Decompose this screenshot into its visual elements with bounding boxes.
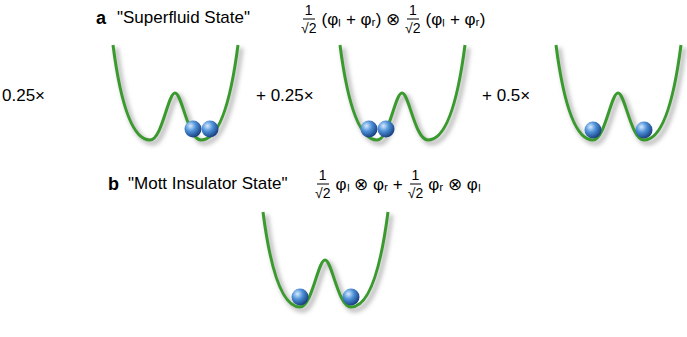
- double-well: [340, 45, 468, 143]
- weight-label: + 0.25×: [256, 86, 314, 106]
- numerator: 1: [410, 168, 422, 185]
- formula-term: φₗ ⊗ φᵣ +: [335, 174, 402, 194]
- wavefunction-formula: 1√2φₗ ⊗ φᵣ +1√2φᵣ ⊗ φₗ: [314, 168, 481, 201]
- weight-label: 0.25×: [2, 86, 45, 106]
- denominator: √2: [300, 20, 317, 36]
- fraction: 1√2: [404, 3, 421, 36]
- numerator: 1: [407, 3, 419, 20]
- denominator: √2: [407, 185, 424, 201]
- atom: [636, 122, 653, 139]
- panel-letter: a: [96, 8, 106, 28]
- fraction: 1√2: [314, 168, 331, 201]
- formula-term: (φₗ + φᵣ): [426, 9, 486, 29]
- fraction: 1√2: [407, 168, 424, 201]
- double-well: [113, 45, 241, 143]
- numerator: 1: [303, 3, 315, 20]
- atom: [378, 121, 395, 138]
- denominator: √2: [314, 185, 331, 201]
- formula-term: φᵣ ⊗ φₗ: [428, 174, 481, 194]
- numerator: 1: [317, 168, 329, 185]
- weight-label: + 0.5×: [482, 86, 530, 106]
- fraction: 1√2: [300, 3, 317, 36]
- panel-letter: b: [108, 174, 119, 194]
- state-title: "Mott Insulator State": [128, 174, 287, 194]
- atom: [585, 122, 602, 139]
- atom: [343, 289, 360, 306]
- state-title: "Superfluid State": [117, 8, 250, 28]
- wavefunction-formula: 1√2(φₗ + φᵣ) ⊗1√2(φₗ + φᵣ): [300, 3, 485, 36]
- atom: [202, 121, 219, 138]
- atom: [361, 121, 378, 138]
- denominator: √2: [404, 20, 421, 36]
- double-well: [556, 45, 684, 143]
- atom: [185, 121, 202, 138]
- double-well: [263, 212, 391, 310]
- atom: [292, 289, 309, 306]
- formula-term: (φₗ + φᵣ) ⊗: [321, 9, 400, 29]
